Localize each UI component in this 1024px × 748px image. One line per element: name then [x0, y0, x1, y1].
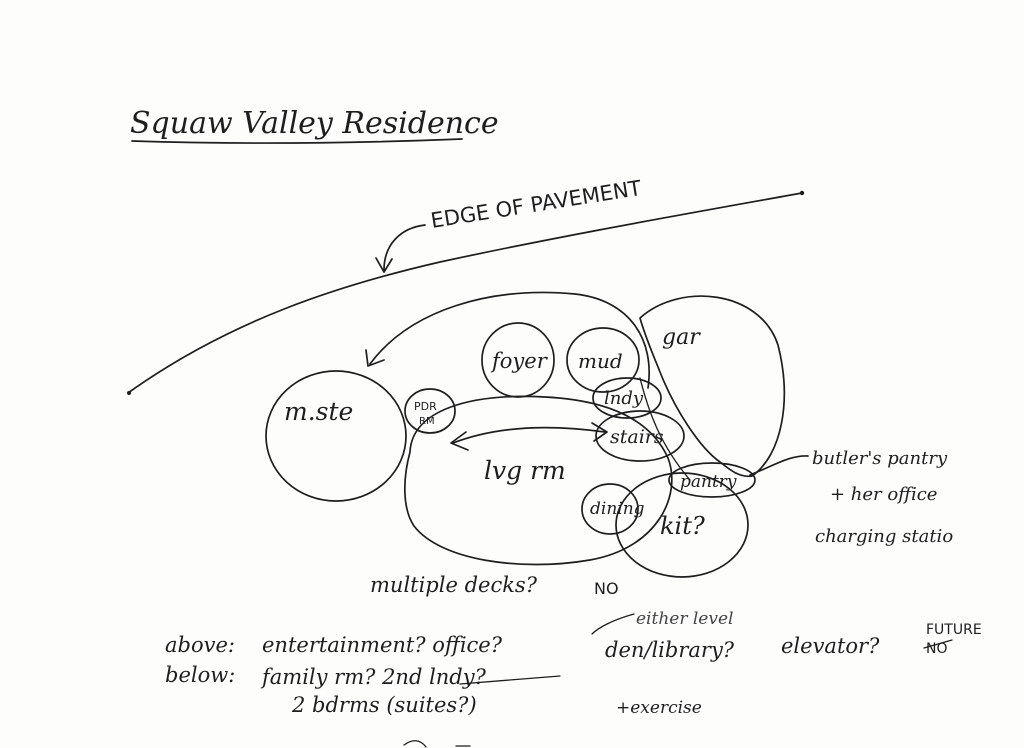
pavement-edge-start [127, 391, 131, 395]
above-items: entertainment? office? [262, 633, 503, 657]
garage-label: gar [662, 325, 701, 350]
pavement-edge-line [127, 192, 803, 394]
edge-pointer-arrowhead [375, 257, 393, 273]
title-underline [131, 138, 463, 144]
callout-line3: charging statio [815, 526, 953, 547]
edge-pointer-arrow [383, 224, 426, 271]
callout-line1: butler's pantry [812, 448, 948, 469]
foyer-label: foyer [490, 349, 549, 373]
decks-note: multiple decks? [370, 573, 538, 597]
elevator-no-strike [923, 639, 953, 649]
below-label: below: [165, 663, 235, 687]
second-laundry-strike [459, 675, 561, 685]
laundry-bubble [592, 377, 662, 419]
below-items: family rm? 2nd lndy? [260, 665, 487, 689]
title: Squaw Valley Residence [130, 106, 499, 141]
stairs-label: stairs [610, 426, 664, 448]
exercise-note: +exercise [616, 698, 702, 718]
mud-room-label: mud [578, 349, 623, 373]
pantry-label: pantry [680, 472, 737, 492]
living-stairs-arrow [452, 426, 606, 444]
mud-room-bubble [566, 327, 640, 393]
elevator-note: elevator? [781, 634, 880, 658]
either-level-arrow [591, 613, 635, 635]
dining-bubble [581, 483, 639, 535]
dining-label: dining [590, 499, 645, 519]
elevator-no: NO [926, 641, 948, 657]
pavement-edge-dot [799, 190, 805, 196]
kitchen-bubble [615, 472, 749, 578]
master-suite-label: m.ste [284, 397, 353, 426]
laundry-label: lndy [604, 388, 644, 409]
powder-room-bubble [404, 388, 456, 434]
decks-answer: NO [594, 579, 619, 598]
kitchen-label: kit? [660, 512, 705, 540]
living-stairs-arrowhead-left [450, 431, 469, 451]
powder-room-label-line2: RM [419, 416, 435, 427]
above-label: above: [165, 633, 235, 657]
garage-bubble [639, 295, 786, 478]
garage-to-master-arrowhead [365, 349, 385, 367]
future-note: FUTURE [926, 622, 982, 638]
laundry-kitchen-link [639, 377, 691, 481]
either-level-note: either level [636, 609, 733, 629]
den-library-note: den/library? [605, 638, 735, 662]
bottom-edge-mark [403, 740, 427, 748]
callout-line2: + her office [830, 484, 937, 505]
edge-label: EDGE OF PAVEMENT [429, 176, 643, 233]
pantry-bubble [668, 462, 756, 498]
stairs-bubble [595, 410, 685, 462]
living-room-label: lvg rm [484, 456, 566, 485]
living-room-bubble [403, 395, 673, 566]
powder-room-label-line1: PDR [414, 400, 437, 413]
pantry-callout-line [749, 455, 809, 476]
bedrooms-note: 2 bdrms (suites?) [291, 693, 477, 717]
master-suite-bubble [265, 370, 407, 502]
garage-to-master-arrow [369, 291, 650, 389]
living-stairs-arrowhead-right [591, 422, 608, 442]
